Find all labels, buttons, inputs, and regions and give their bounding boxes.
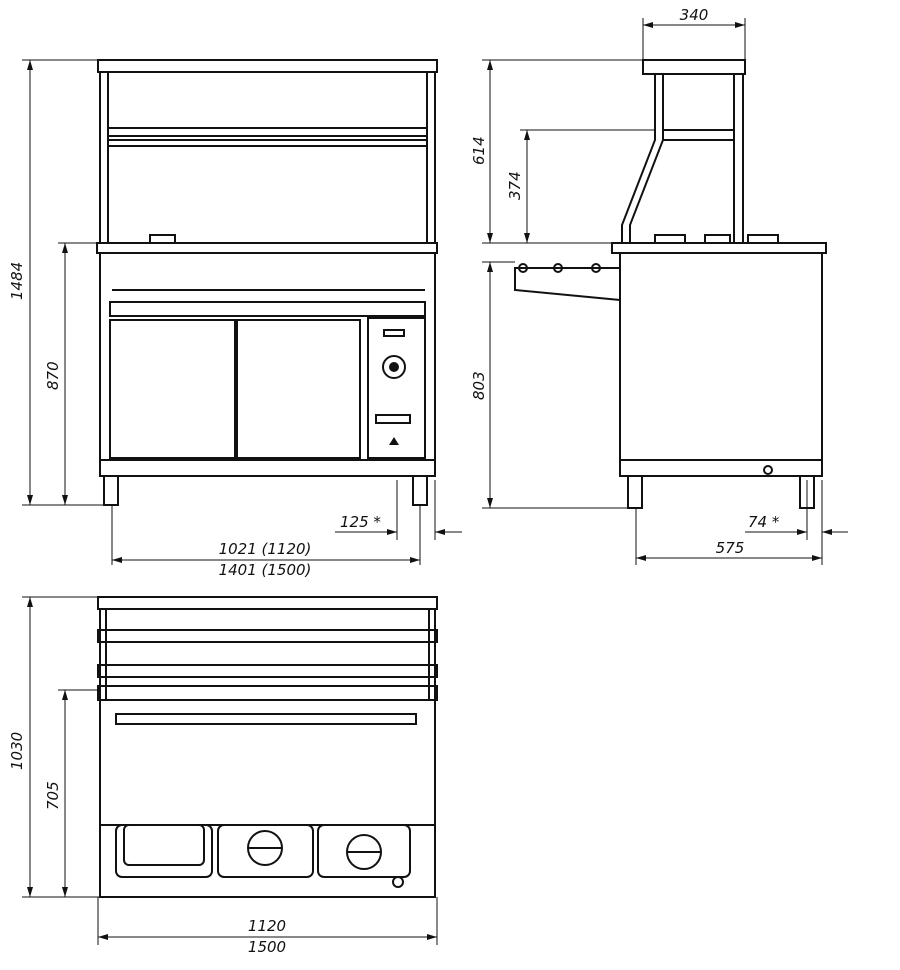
dim-705: 705 — [44, 781, 62, 810]
front-dimensions: 1484 870 125 * 1021 (1120) 1401 (1500) — [8, 59, 462, 579]
dim-1021: 1021 (1120) — [219, 540, 312, 558]
dim-74: 74 * — [748, 513, 780, 531]
dim-125: 125 * — [340, 513, 381, 531]
dim-1120: 1120 — [248, 917, 286, 935]
side-view — [514, 59, 827, 509]
dim-1484: 1484 — [8, 262, 26, 300]
dim-803: 803 — [470, 371, 488, 400]
top-view — [97, 596, 438, 898]
dim-614: 614 — [470, 136, 488, 165]
dim-1030: 1030 — [8, 732, 26, 770]
dim-340: 340 — [680, 6, 709, 24]
dim-1401: 1401 (1500) — [219, 561, 312, 579]
dim-374: 374 — [506, 171, 524, 200]
dim-1500: 1500 — [248, 938, 286, 956]
dim-575: 575 — [716, 539, 745, 557]
front-view — [96, 59, 438, 506]
top-dimensions: 1030 705 1120 1500 — [8, 596, 438, 956]
side-dimensions: 340 614 374 803 74 * 575 — [470, 6, 848, 565]
dim-870: 870 — [44, 361, 62, 390]
